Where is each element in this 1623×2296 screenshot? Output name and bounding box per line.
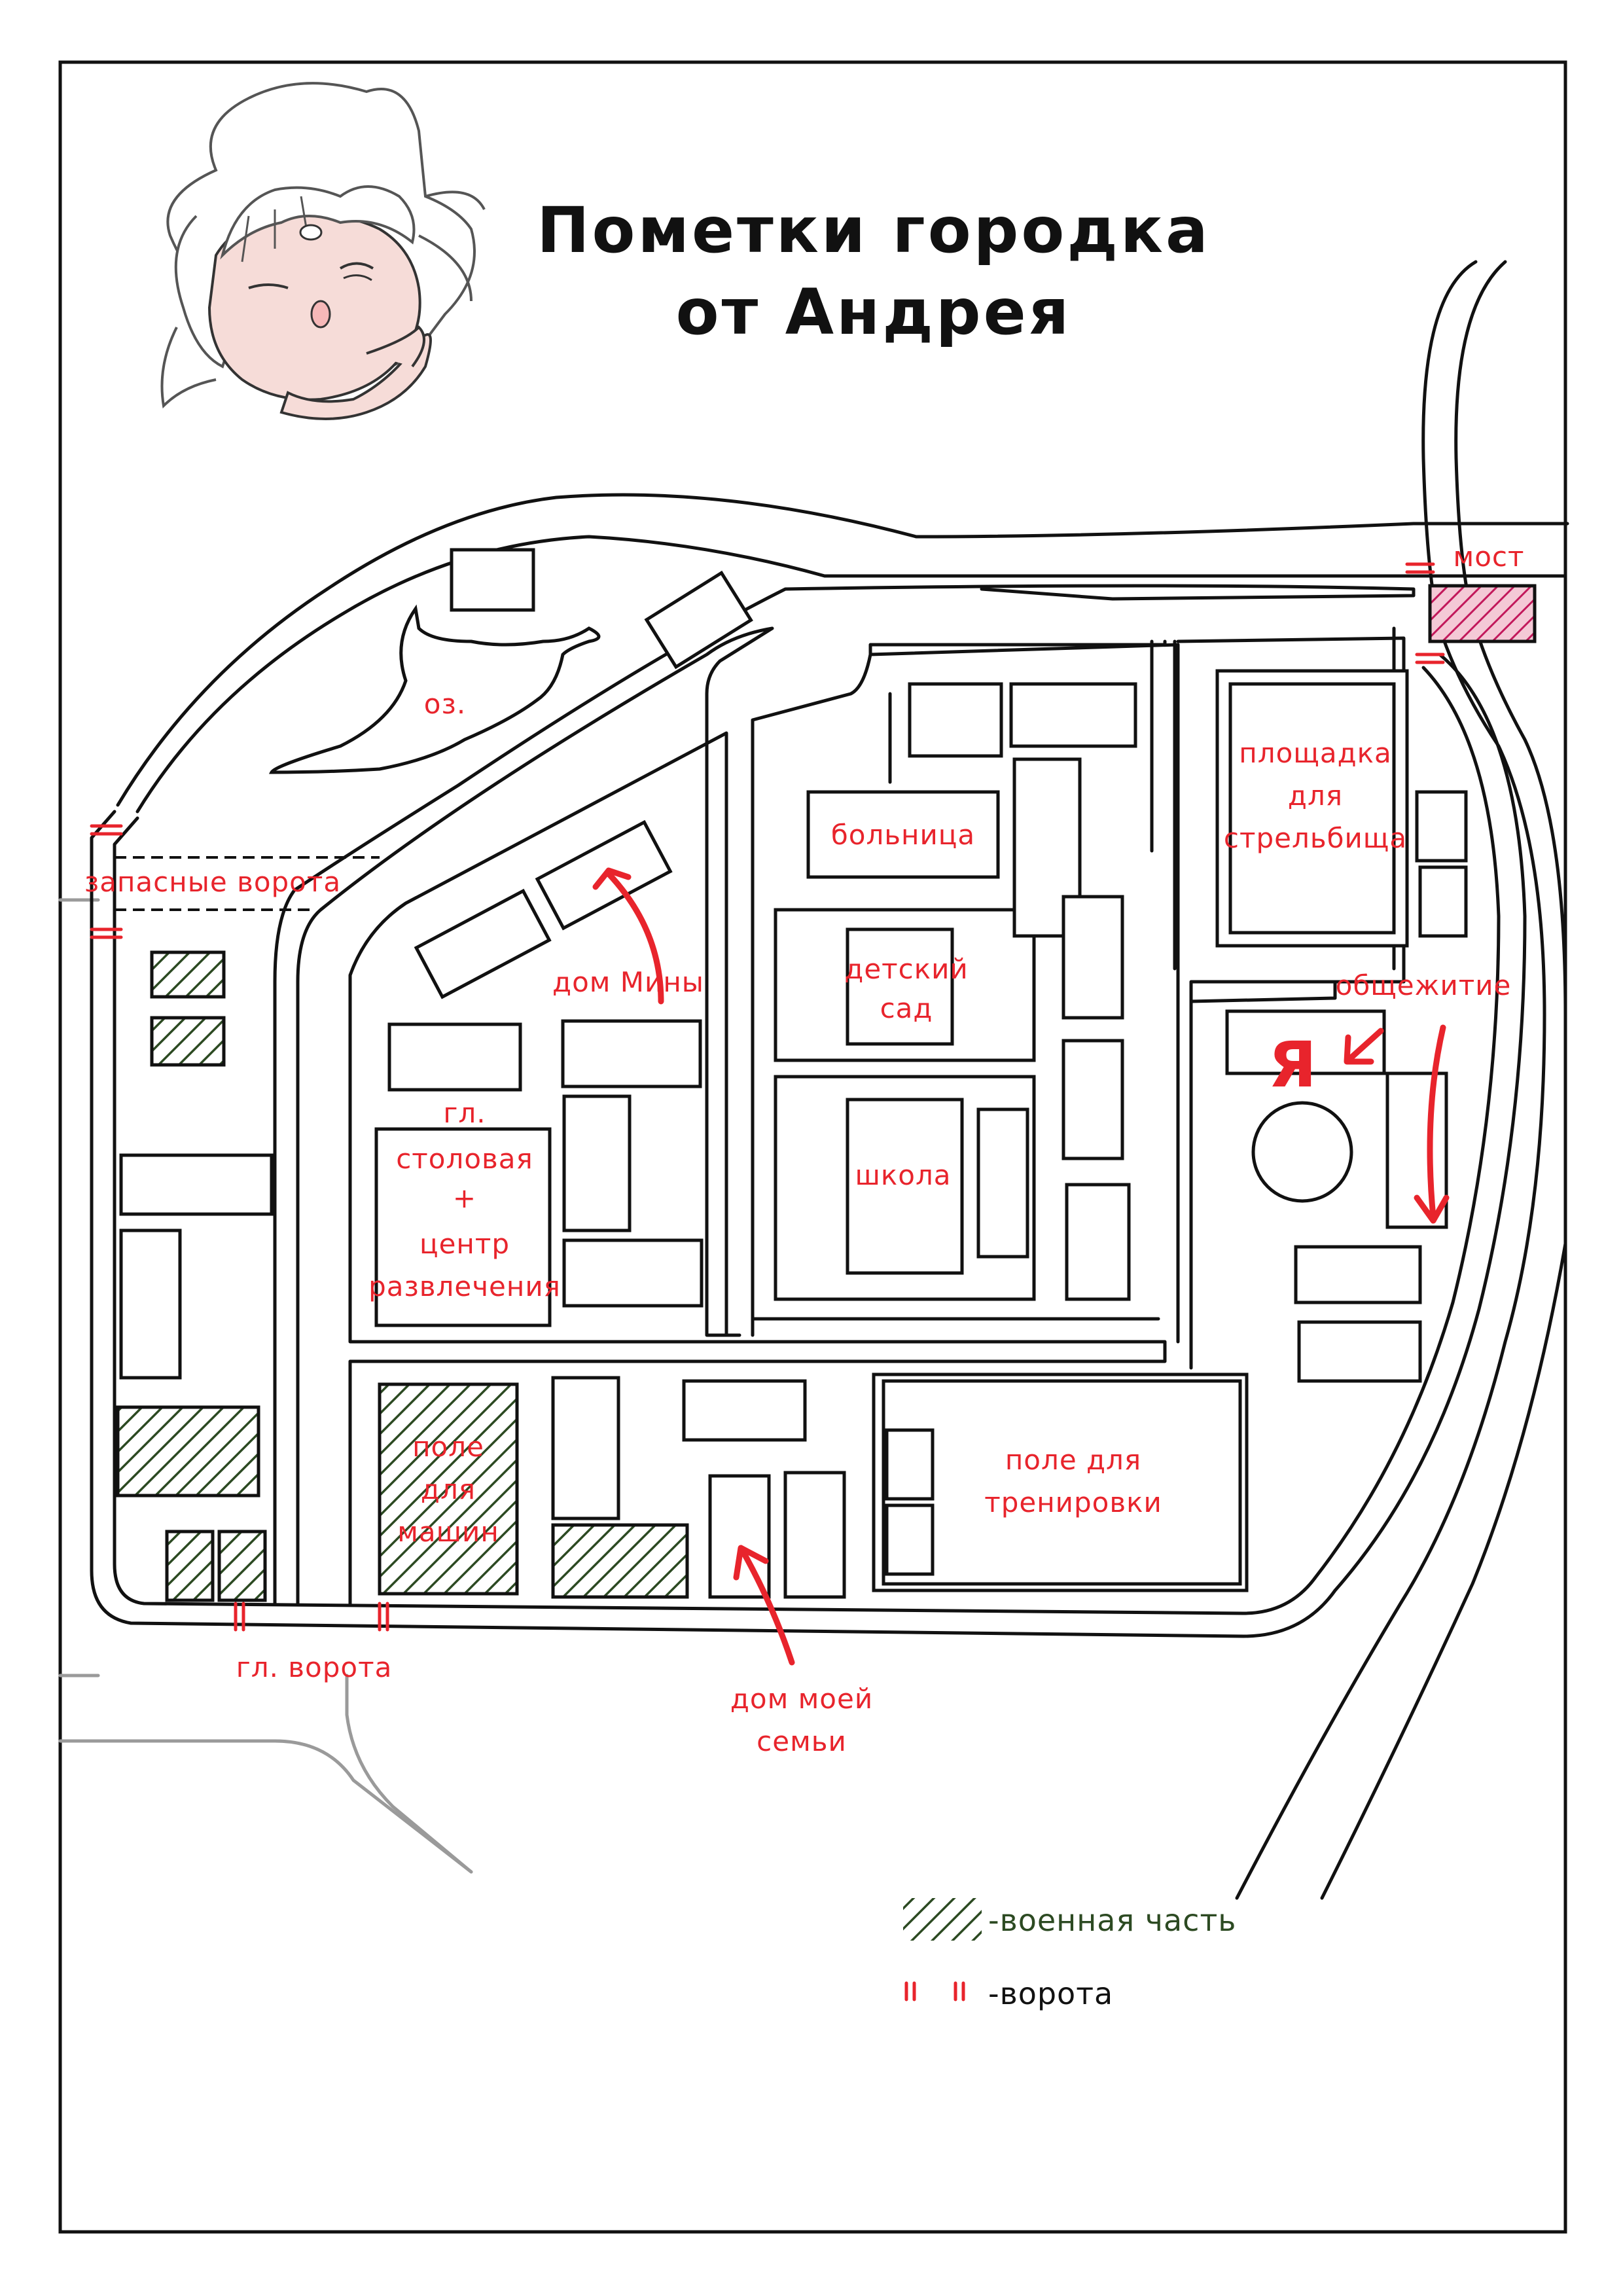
legend-military-swatch bbox=[903, 1898, 982, 1941]
map-title-line-1: Пометки городка bbox=[537, 194, 1211, 267]
red-arrow-icon bbox=[733, 1545, 795, 1666]
building bbox=[1418, 865, 1468, 938]
building bbox=[1061, 1039, 1124, 1160]
school-building bbox=[846, 1098, 964, 1275]
building bbox=[1415, 790, 1468, 863]
building bbox=[1294, 1245, 1422, 1304]
red-arrow-icon bbox=[1414, 1024, 1450, 1224]
lake-label: оз. bbox=[424, 688, 466, 720]
inner-roads bbox=[273, 584, 1416, 1605]
legend-gates-label: -ворота bbox=[988, 1976, 1113, 2011]
building bbox=[119, 1153, 274, 1216]
building bbox=[783, 1471, 846, 1599]
building bbox=[387, 1022, 522, 1092]
training-label-1: поле для bbox=[1005, 1444, 1141, 1476]
military-building bbox=[551, 1523, 689, 1599]
hospital-label: больница bbox=[831, 819, 975, 851]
canteen-label-4: центр bbox=[419, 1228, 510, 1260]
building bbox=[551, 1376, 620, 1520]
building bbox=[119, 1229, 182, 1380]
canteen-label-1: гл. bbox=[443, 1097, 486, 1129]
building bbox=[1061, 895, 1124, 1020]
building bbox=[908, 682, 1003, 758]
building bbox=[561, 1019, 702, 1088]
red-arrow-icon bbox=[592, 867, 664, 1005]
hospital-building bbox=[806, 790, 1000, 879]
spare-gates-label: запасные ворота bbox=[84, 866, 341, 898]
red-arrow-icon bbox=[1344, 1028, 1384, 1065]
building bbox=[885, 1503, 935, 1576]
main-gates-label: гл. ворота bbox=[236, 1651, 393, 1683]
military-building bbox=[116, 1405, 260, 1498]
legend: -военная часть -ворота bbox=[903, 1898, 1236, 2011]
military-building bbox=[165, 1530, 215, 1602]
me-label: Я bbox=[1268, 1028, 1317, 1102]
legend-military-label: -военная часть bbox=[988, 1903, 1236, 1938]
bridge-label: мост bbox=[1454, 541, 1525, 573]
kindergarten-label-1: детский bbox=[844, 953, 968, 985]
car-field-label-2: для bbox=[421, 1473, 476, 1505]
map-title-line-2: от Андрея bbox=[676, 276, 1072, 349]
training-field bbox=[882, 1379, 1242, 1586]
military-building bbox=[150, 1016, 226, 1067]
page-frame bbox=[58, 60, 1567, 2234]
school-label: школа bbox=[855, 1159, 951, 1191]
building bbox=[1009, 682, 1137, 748]
canteen-label-2: столовая bbox=[396, 1143, 533, 1175]
canteen-building bbox=[374, 1127, 552, 1327]
shooting-label-1: площадка bbox=[1239, 737, 1391, 769]
canteen-label-3: + bbox=[453, 1182, 476, 1214]
bridge bbox=[1428, 584, 1537, 643]
building bbox=[976, 1107, 1029, 1259]
canteen-label-5: развлечения bbox=[368, 1270, 561, 1302]
building bbox=[414, 888, 552, 999]
building bbox=[450, 548, 535, 612]
shooting-label-2: для bbox=[1288, 780, 1343, 812]
training-label-2: тренировки bbox=[984, 1486, 1162, 1518]
building bbox=[562, 1094, 632, 1232]
shooting-range bbox=[1228, 682, 1396, 935]
building bbox=[562, 1238, 704, 1308]
building bbox=[1065, 1183, 1131, 1301]
shooting-label-3: стрельбища bbox=[1224, 822, 1407, 854]
military-building bbox=[217, 1530, 267, 1602]
round-building bbox=[1251, 1101, 1353, 1203]
dormitory-building bbox=[1385, 1071, 1448, 1229]
mina-house-label: дом Мины bbox=[552, 966, 704, 998]
kindergarten-building bbox=[846, 927, 954, 1046]
perimeter-road bbox=[90, 493, 1569, 1638]
building bbox=[682, 1379, 807, 1442]
family-house-label-2: семьи bbox=[757, 1725, 847, 1757]
car-field bbox=[378, 1382, 519, 1596]
building bbox=[885, 1428, 935, 1501]
dormitory-label: общежитие bbox=[1336, 969, 1512, 1001]
building bbox=[644, 570, 753, 670]
car-field-label-1: поле bbox=[412, 1431, 484, 1463]
kindergarten-label-2: сад bbox=[880, 992, 933, 1024]
building bbox=[1297, 1320, 1422, 1383]
lake bbox=[268, 604, 601, 774]
main-gates bbox=[234, 1602, 389, 1632]
andrey-portrait-icon bbox=[160, 82, 486, 420]
family-house-label-1: дом моей bbox=[730, 1683, 873, 1715]
spare-gates bbox=[90, 824, 380, 939]
outer-roads bbox=[58, 898, 473, 1874]
car-field-label-3: машин bbox=[397, 1516, 499, 1548]
military-building bbox=[150, 950, 226, 999]
